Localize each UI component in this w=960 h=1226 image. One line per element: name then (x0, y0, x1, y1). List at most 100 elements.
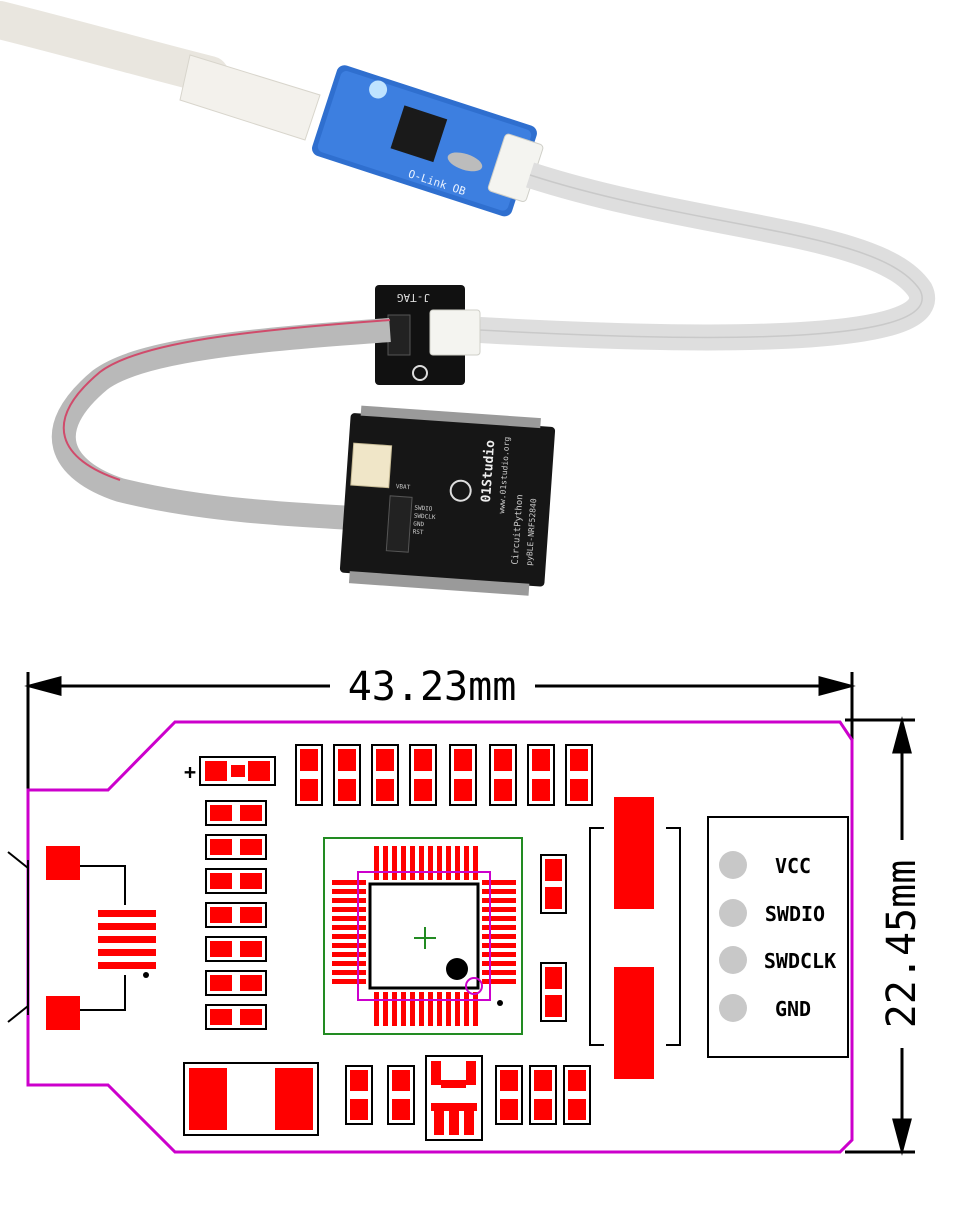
resistor (205, 1004, 267, 1030)
swdio-pin-dot (719, 899, 747, 927)
usb-cable (0, 1, 229, 94)
ribbon-cable (51, 318, 391, 532)
mcu-pin (482, 970, 516, 975)
debugger-board: O-Link OB (312, 65, 544, 217)
vcc-pin-dot (719, 851, 747, 879)
mcu-pin (332, 880, 366, 885)
mcu-pin (482, 889, 516, 894)
mcu-pin (410, 846, 415, 880)
mcu-pin (332, 961, 366, 966)
pin-label-vcc: VCC (775, 854, 811, 878)
mcu-pin (419, 992, 424, 1026)
height-dimension (845, 716, 915, 1156)
mcu-pin (464, 846, 469, 880)
mcu-pin (482, 943, 516, 948)
top-resistor-row (295, 744, 593, 806)
gnd-pin-dot (719, 994, 747, 1022)
resistor (489, 744, 517, 806)
left-resistor-column (205, 800, 267, 1030)
jtag-adapter: J-TAG (375, 285, 481, 385)
mcu-pin (332, 916, 366, 921)
led-footprint (199, 756, 276, 786)
pin-label-swdclk: SWDCLK (764, 949, 836, 973)
mcu-pin (332, 934, 366, 939)
mcu-pin (482, 925, 516, 930)
resistor (205, 936, 267, 962)
mcu-pin (419, 846, 424, 880)
swd-connector: VCC SWDIO SWDCLK GND (707, 816, 849, 1058)
mcu-pin (332, 970, 366, 975)
resistor (205, 868, 267, 894)
resistor (449, 744, 477, 806)
mcu-pin (401, 846, 406, 880)
mcu-pin (482, 934, 516, 939)
mcu-pin (482, 907, 516, 912)
mcu-pin (332, 907, 366, 912)
board-outline (26, 720, 854, 1154)
mcu-pin (383, 992, 388, 1026)
board-pin-gnd: GND (413, 521, 425, 529)
resistor (495, 1065, 523, 1125)
mcu-pin (383, 846, 388, 880)
pin-label-gnd: GND (775, 997, 811, 1021)
adapter-label: J-TAG (397, 291, 430, 304)
resistor (387, 1065, 415, 1125)
crystal-footprint (589, 797, 681, 1079)
mcu-pin (428, 992, 433, 1026)
mcu-pin (464, 992, 469, 1026)
mcu-footprint (323, 837, 523, 1035)
mcu-pin (332, 925, 366, 930)
resistor (371, 744, 399, 806)
regulator-footprint (425, 1055, 483, 1141)
mcu-pin (374, 846, 379, 880)
resistor (205, 800, 267, 826)
mcu-pin (455, 992, 460, 1026)
resistor (565, 744, 593, 806)
mcu-pin (332, 898, 366, 903)
mcu-pin (332, 952, 366, 957)
width-label: 43.23mm (348, 664, 517, 710)
pcb-drawing: 43.23mm 22.45mm + (7, 664, 925, 1156)
width-dimension (24, 672, 856, 790)
mcu-pin (482, 898, 516, 903)
mcu-pin (482, 979, 516, 984)
mcu-pin (482, 880, 516, 885)
mcu-pin (410, 992, 415, 1026)
product-photo: O-Link OB J-TAG 01Studio www.01studio.or… (0, 1, 935, 596)
mcu-pin (392, 992, 397, 1026)
mcu-pin (401, 992, 406, 1026)
resistor (205, 834, 267, 860)
mcu-pin (332, 889, 366, 894)
mcu-pin (482, 952, 516, 957)
swd-cable (479, 162, 935, 351)
resistor (345, 1065, 373, 1125)
board-brand: 01Studio (479, 439, 498, 503)
mcu-pin (437, 846, 442, 880)
mcu-pin (446, 992, 451, 1026)
usb-footprint (7, 846, 156, 1030)
height-label: 22.45mm (879, 860, 925, 1029)
mcu-pin (332, 943, 366, 948)
resistor (409, 744, 437, 806)
mcu-pin (446, 846, 451, 880)
mcu-pin (332, 979, 366, 984)
mcu-pin (482, 916, 516, 921)
mcu-pin (455, 846, 460, 880)
usb-plug (179, 54, 321, 141)
mcu-pin (473, 846, 478, 880)
resistor (529, 1065, 557, 1125)
bottom-resistor-row (345, 1065, 591, 1125)
board-vbat: VBAT (396, 483, 411, 491)
mcu-pin (374, 992, 379, 1026)
mcu-pin (392, 846, 397, 880)
resistor (563, 1065, 591, 1125)
plus-label: + (184, 760, 196, 784)
mcu-pin (428, 846, 433, 880)
mcu-pin (482, 961, 516, 966)
resistor (527, 744, 555, 806)
pin-label-swdio: SWDIO (765, 902, 825, 926)
swdclk-pin-dot (719, 946, 747, 974)
mcu-pin (473, 992, 478, 1026)
bulk-capacitor (183, 1062, 319, 1136)
resistor (295, 744, 323, 806)
